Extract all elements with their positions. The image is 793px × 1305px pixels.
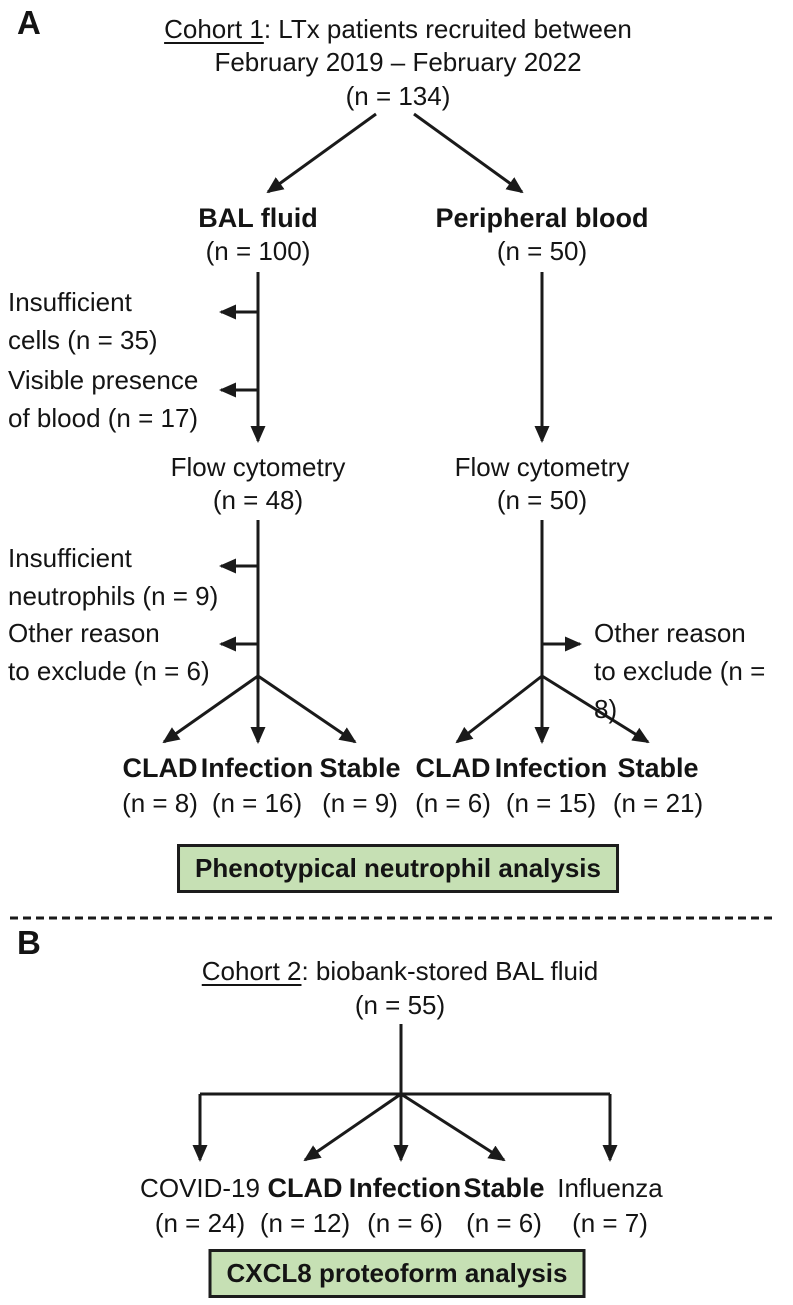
cxcl8-analysis-box: CXCL8 proteoform analysis — [208, 1249, 586, 1298]
group-b-stable-label: Stable — [463, 1173, 545, 1203]
group-blood-infection-count: (n = 15) — [505, 788, 597, 818]
flow-cytometry-blood-label: Flow cytometry — [454, 452, 630, 482]
flow-cytometry-bal-count: (n = 48) — [212, 485, 304, 515]
phenotypical-analysis-box: Phenotypical neutrophil analysis — [177, 844, 619, 893]
group-bal-stable-label: Stable — [319, 753, 401, 783]
exclusion-visible-blood: Visible presence of blood (n = 17) — [8, 365, 199, 433]
cohort1-title-rest: : LTx patients recruited between — [263, 14, 632, 44]
group-b-clad-label: CLAD — [267, 1173, 343, 1203]
group-blood-infection: Infection (n = 15) — [495, 751, 608, 820]
cohort1-count: (n = 134) — [345, 81, 451, 111]
group-blood-stable: Stable (n = 21) — [613, 751, 703, 820]
flow-cytometry-bal-node: Flow cytometry (n = 48) — [171, 451, 346, 517]
group-bal-clad: CLAD (n = 8) — [122, 751, 198, 820]
cohort1-title-line2: February 2019 – February 2022 — [214, 47, 582, 77]
group-b-stable: Stable (n = 6) — [463, 1171, 544, 1240]
arrow-flowblood-to-stable — [541, 674, 650, 744]
group-blood-stable-count: (n = 21) — [612, 788, 704, 818]
arrow-cohort2-to-stable — [400, 1092, 506, 1162]
peripheral-blood-count: (n = 50) — [496, 236, 588, 266]
cohort1-title-line1: Cohort 1: LTx patients recruited between — [164, 13, 632, 46]
bal-fluid-count: (n = 100) — [205, 236, 311, 266]
group-b-infection-label: Infection — [348, 1173, 462, 1203]
group-b-influenza: Influenza (n = 7) — [557, 1171, 663, 1240]
panel-b-label: B — [17, 924, 41, 961]
exclusion-other-reason-bal: Other reason to exclude (n = 6) — [8, 618, 210, 686]
cohort2-name: Cohort 2 — [201, 956, 302, 986]
peripheral-blood-node: Peripheral blood (n = 50) — [435, 202, 648, 268]
group-blood-infection-label: Infection — [494, 753, 608, 783]
group-b-covid19-label: COVID-19 — [140, 1173, 260, 1203]
cohort2-title-rest: : biobank-stored BAL fluid — [301, 956, 599, 986]
group-b-infection: Infection (n = 6) — [349, 1171, 462, 1240]
group-b-clad: CLAD (n = 12) — [260, 1171, 350, 1240]
group-b-covid19: COVID-19 (n = 24) — [140, 1171, 260, 1240]
group-b-influenza-count: (n = 7) — [572, 1208, 648, 1238]
flow-cytometry-bal-label: Flow cytometry — [170, 452, 346, 482]
group-blood-clad-label: CLAD — [415, 753, 491, 783]
panel-a-label: A — [17, 4, 41, 41]
group-blood-clad-count: (n = 6) — [415, 788, 491, 818]
group-bal-stable-count: (n = 9) — [322, 788, 398, 818]
bal-fluid-label: BAL fluid — [198, 203, 318, 233]
group-bal-clad-count: (n = 8) — [122, 788, 198, 818]
group-bal-infection: Infection (n = 16) — [201, 751, 314, 820]
bal-fluid-node: BAL fluid (n = 100) — [198, 202, 317, 268]
group-bal-stable: Stable (n = 9) — [319, 751, 400, 820]
arrow-flowblood-to-clad — [455, 674, 543, 744]
cohort1-name: Cohort 1 — [164, 14, 264, 44]
group-bal-infection-count: (n = 16) — [211, 788, 303, 818]
group-b-influenza-label: Influenza — [557, 1173, 663, 1203]
group-b-clad-count: (n = 12) — [259, 1208, 351, 1238]
exclusion-insufficient-cells: Insufficient cells (n = 35) — [8, 287, 158, 355]
group-b-covid19-count: (n = 24) — [154, 1208, 246, 1238]
flow-cytometry-blood-node: Flow cytometry (n = 50) — [455, 451, 630, 517]
arrow-cohort1-to-blood — [413, 112, 524, 194]
exclusion-insufficient-neutrophils: Insufficient neutrophils (n = 9) — [8, 543, 219, 611]
arrow-flowbal-to-stable — [257, 674, 357, 744]
cohort2-count: (n = 55) — [354, 990, 446, 1020]
arrow-cohort2-to-clad — [303, 1092, 402, 1162]
group-blood-clad: CLAD (n = 6) — [415, 751, 491, 820]
group-bal-clad-label: CLAD — [122, 753, 198, 783]
group-b-stable-count: (n = 6) — [466, 1208, 542, 1238]
group-b-infection-count: (n = 6) — [367, 1208, 443, 1238]
flow-cytometry-blood-count: (n = 50) — [496, 485, 588, 515]
exclusion-other-reason-blood: Other reason to exclude (n = 8) — [594, 618, 766, 724]
arrow-cohort1-to-bal — [266, 112, 377, 194]
cohort2-title: Cohort 2: biobank-stored BAL fluid — [202, 955, 599, 988]
peripheral-blood-label: Peripheral blood — [435, 203, 649, 233]
group-blood-stable-label: Stable — [617, 753, 699, 783]
group-bal-infection-label: Infection — [200, 753, 314, 783]
arrow-flowbal-to-clad — [162, 674, 259, 744]
